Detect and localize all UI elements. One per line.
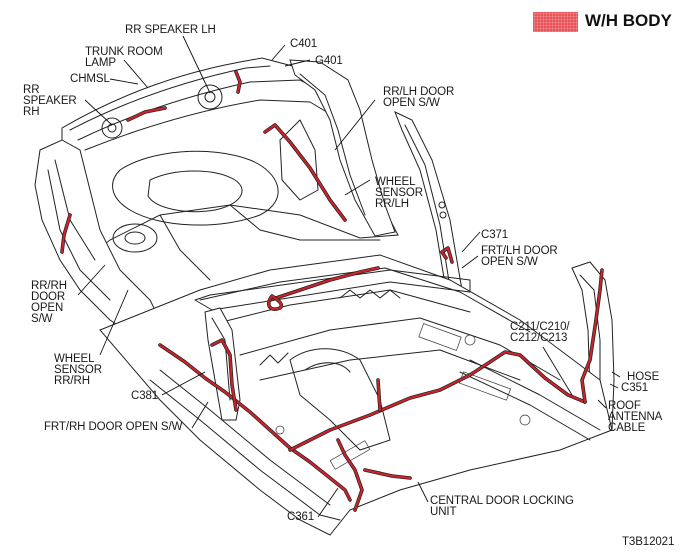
label-rr-lh-door-open-sw: RR/LH DOOR OPEN S/W bbox=[383, 86, 455, 109]
label-rr-speaker-rh: RR SPEAKER RH bbox=[23, 84, 77, 118]
leader-wheel-sensor-rr-lh bbox=[344, 179, 371, 196]
leader-c211-group bbox=[542, 346, 573, 396]
figure-code: T3B12021 bbox=[622, 536, 675, 548]
label-frt-lh-door-open-sw: FRT/LH DOOR OPEN S/W bbox=[481, 245, 558, 268]
leader-rr-speaker-lh bbox=[182, 35, 211, 94]
leader-hose bbox=[611, 371, 621, 378]
leader-g401 bbox=[284, 59, 311, 67]
leader-chmsl bbox=[109, 78, 139, 85]
label-trunk-room-lamp: TRUNK ROOM LAMP bbox=[85, 46, 163, 69]
leader-frt-rh-door bbox=[191, 401, 209, 429]
legend-swatch-wh-body bbox=[533, 12, 578, 32]
leader-central-door-locking bbox=[417, 481, 429, 503]
legend-label: W/H BODY bbox=[585, 11, 672, 30]
leader-rr-rh-door bbox=[77, 264, 106, 296]
leader-roof-antenna bbox=[597, 399, 607, 409]
label-chmsl: CHMSL bbox=[70, 73, 110, 85]
label-frt-rh-door-open-sw: FRT/RH DOOR OPEN S/W bbox=[44, 421, 183, 433]
leader-c381 bbox=[161, 371, 206, 396]
leader-rr-speaker-rh bbox=[84, 99, 113, 126]
label-rr-rh-door-open-sw: RR/RH DOOR OPEN S/W bbox=[31, 280, 67, 325]
label-c211-c210-c212-c213: C211/C210/ C212/C213 bbox=[510, 321, 570, 344]
leader-c351 bbox=[609, 383, 619, 389]
body-wiring-harness bbox=[60, 70, 604, 512]
label-c361: C361 bbox=[287, 511, 315, 523]
leader-wheel-sensor-rr-rh bbox=[99, 289, 129, 356]
label-wheel-sensor-rr-lh: WHEEL SENSOR RR/LH bbox=[375, 176, 423, 210]
leader-c361 bbox=[317, 487, 339, 518]
leader-rr-lh-door bbox=[334, 99, 376, 151]
leader-trunk-room-lamp bbox=[123, 59, 149, 89]
vehicle-body-outline bbox=[34, 57, 615, 536]
label-wheel-sensor-rr-rh: WHEEL SENSOR RR/RH bbox=[54, 353, 102, 387]
label-g401: G401 bbox=[315, 55, 343, 67]
label-roof-antenna-cable: ROOF ANTENNA CABLE bbox=[608, 400, 663, 434]
leader-c371 bbox=[461, 231, 481, 253]
label-hose: HOSE bbox=[627, 371, 660, 383]
label-rr-speaker-lh: RR SPEAKER LH bbox=[125, 24, 216, 36]
label-c381: C381 bbox=[131, 390, 159, 402]
label-central-door-locking-unit: CENTRAL DOOR LOCKING UNIT bbox=[430, 495, 574, 518]
label-c401: C401 bbox=[290, 38, 318, 50]
leader-lines bbox=[77, 35, 621, 518]
leader-frt-lh-door bbox=[461, 255, 479, 269]
label-c351: C351 bbox=[621, 382, 649, 394]
leader-c401 bbox=[271, 44, 286, 61]
label-c371: C371 bbox=[481, 229, 509, 241]
